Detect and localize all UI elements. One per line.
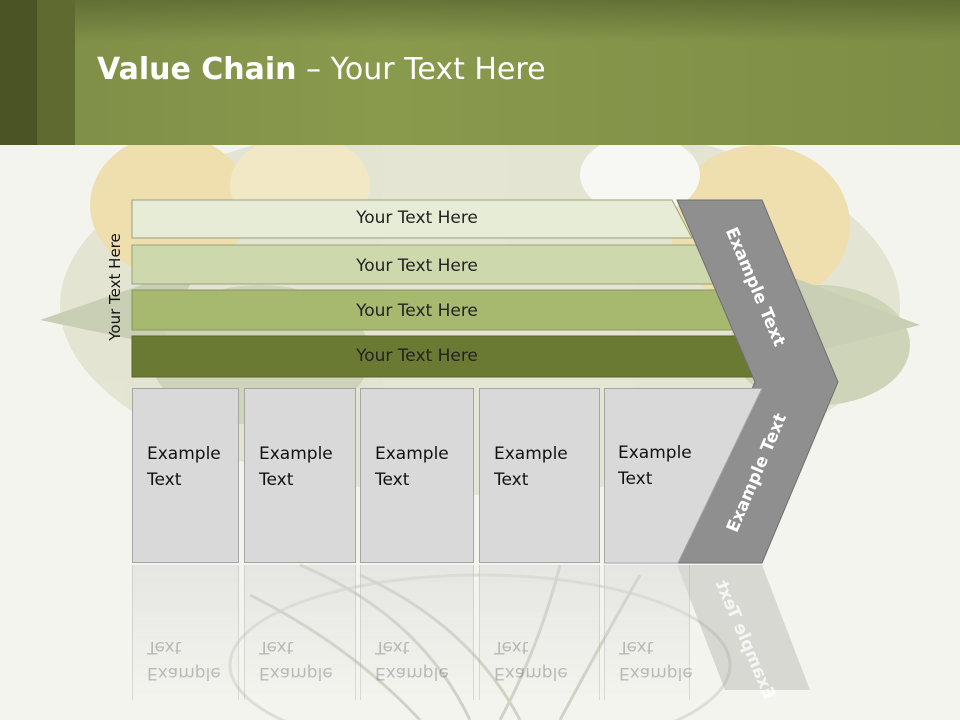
slide-title: Value Chain – Your Text Here [97,52,546,87]
box-1-line2: Text [147,470,182,490]
box-2-line2: Text [259,470,294,490]
refl-3-line2: Text [375,637,410,657]
title-rest: – Your Text Here [296,52,546,87]
header-accent-dark [0,0,37,145]
refl-4-line2: Text [494,637,529,657]
box-4-line2: Text [494,470,529,490]
refl-5-line2: Text [619,637,654,657]
title-bold: Value Chain [97,52,297,87]
box-reflection-5: Example Text [604,565,693,700]
refl-4-line1: Example [494,663,568,683]
title-bar: Value Chain – Your Text Here [0,0,960,145]
chevron-reflection [677,565,810,690]
refl-1-line1: Example [147,663,221,683]
box-reflection-1: Example Text [132,565,239,700]
header-accent-mid [37,0,75,145]
refl-2-line2: Text [259,637,294,657]
box-reflection-2: Example Text [244,565,356,700]
row-label-4: Your Text Here [356,346,478,366]
box-reflection-3: Example Text [360,565,474,700]
box-3-line2: Text [375,470,410,490]
box-5-line2: Text [618,469,653,489]
refl-2-line1: Example [259,663,333,683]
box-1-line1: Example [147,444,221,464]
row-label-1: Your Text Here [356,208,478,228]
row-label-2: Your Text Here [356,256,478,276]
activity-box-5-shape [604,388,763,564]
side-label: Your Text Here [106,233,124,341]
row-bar-1 [131,199,693,239]
box-reflection-4: Example Text [479,565,600,700]
box-2-line1: Example [259,444,333,464]
refl-5-line1: Example [619,663,693,683]
box-3-line1: Example [375,444,449,464]
box-5-line1: Example [618,443,692,463]
refl-1-line2: Text [147,637,182,657]
box-4-line1: Example [494,444,568,464]
refl-3-line1: Example [375,663,449,683]
header-shade [75,0,960,42]
row-label-3: Your Text Here [356,301,478,321]
